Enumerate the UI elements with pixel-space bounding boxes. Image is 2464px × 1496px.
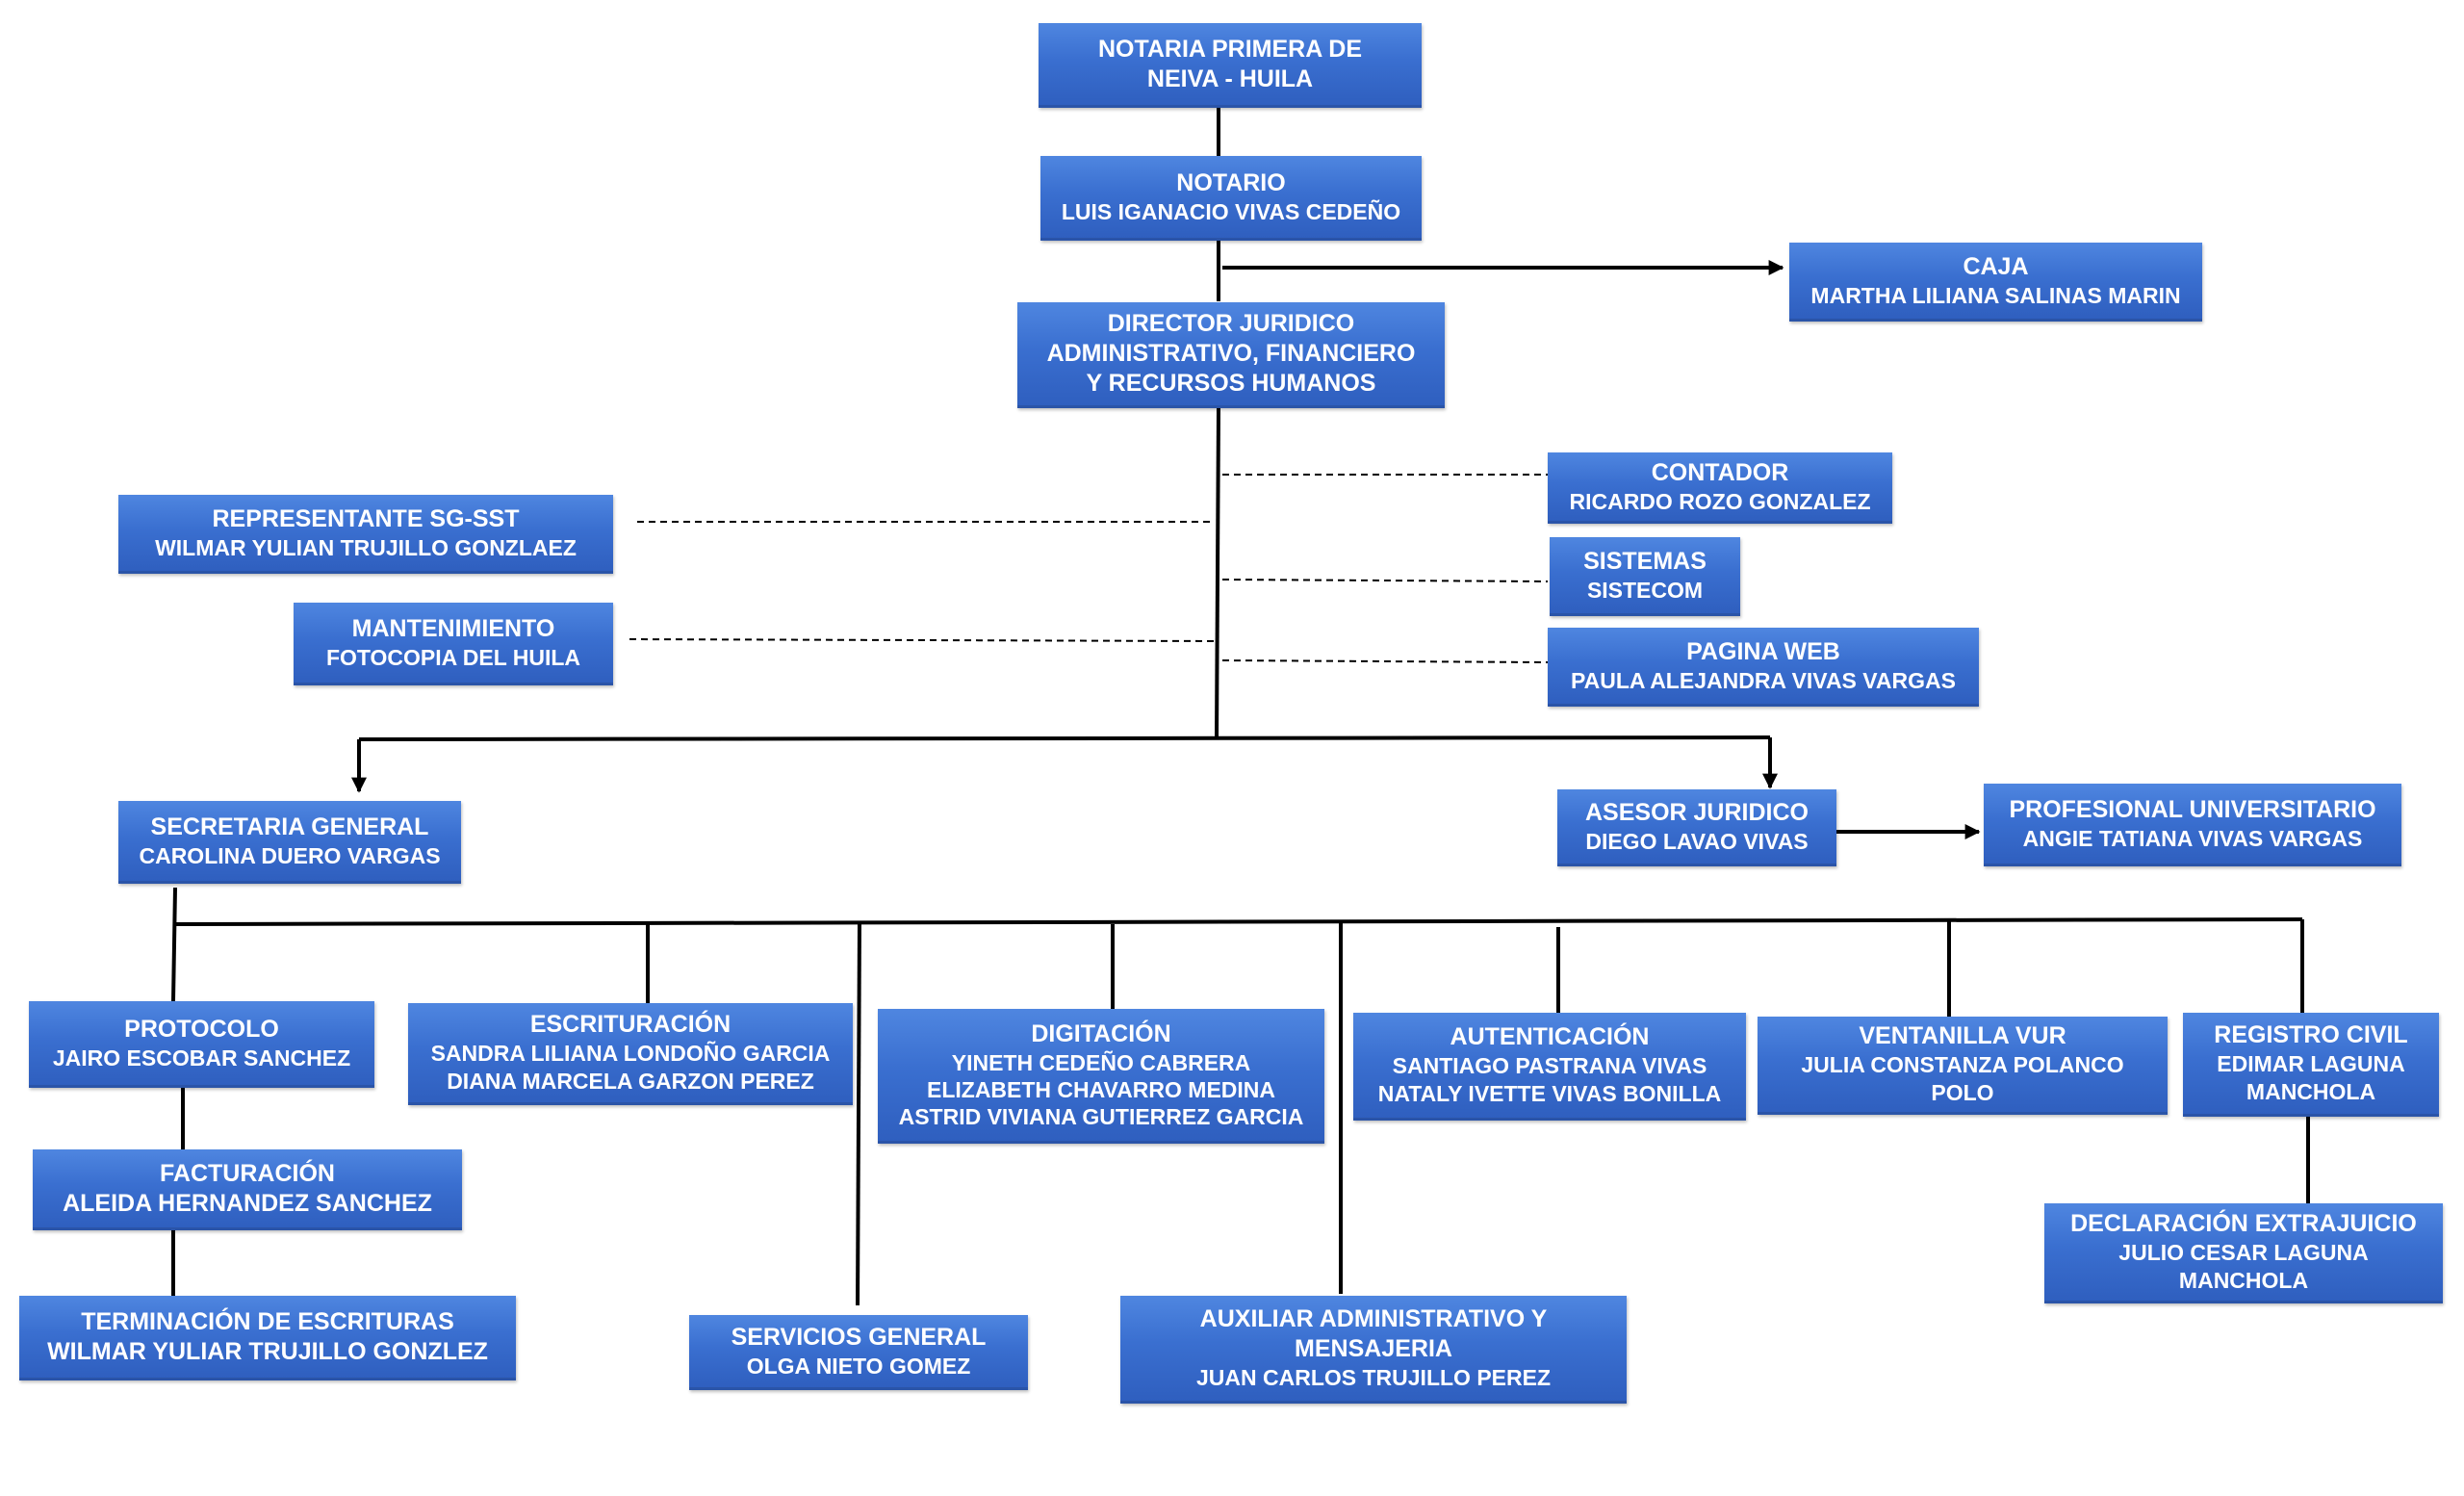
declaracion-person2: MANCHOLA	[2178, 1268, 2309, 1293]
sistemas-person: SISTECOM	[1586, 577, 1704, 603]
caja-person: MARTHA LILIANA SALINAS MARIN	[1810, 282, 2181, 308]
dashed-to-mantenimiento	[629, 638, 1216, 642]
auxiliar-person: JUAN CARLOS TRUJILLO PEREZ	[1195, 1365, 1552, 1390]
autenticacion-person1: SANTIAGO PASTRANA VIVAS	[1392, 1053, 1707, 1078]
notaria-subtitle: NEIVA - HUILA	[1146, 64, 1314, 92]
line-to-servicios	[856, 920, 861, 1306]
node-asesor: ASESOR JURIDICO DIEGO LAVAO VIVAS	[1557, 789, 1836, 866]
asesor-person: DIEGO LAVAO VIVAS	[1585, 828, 1809, 854]
node-facturacion: FACTURACIÓN ALEIDA HERNANDEZ SANCHEZ	[33, 1149, 462, 1230]
facturacion-person: ALEIDA HERNANDEZ SANCHEZ	[63, 1189, 432, 1217]
node-representante: REPRESENTANTE SG-SST WILMAR YULIAN TRUJI…	[118, 495, 613, 574]
line-split-horizontal	[358, 735, 1771, 741]
secretaria-title: SECRETARIA GENERAL	[150, 812, 429, 840]
autenticacion-title: AUTENTICACIÓN	[1450, 1023, 1650, 1050]
escrituracion-person1: SANDRA LILIANA LONDOÑO GARCIA	[430, 1041, 831, 1066]
notario-person: LUIS IGANACIO VIVAS CEDEÑO	[1061, 198, 1401, 224]
node-notario: NOTARIO LUIS IGANACIO VIVAS CEDEÑO	[1040, 156, 1422, 241]
mantenimiento-person: FOTOCOPIA DEL HUILA	[325, 644, 581, 670]
terminacion-title: TERMINACIÓN DE ESCRITURAS	[81, 1307, 454, 1335]
ventanilla-person2: POLO	[1931, 1080, 1994, 1105]
node-declaracion: DECLARACIÓN EXTRAJUICIO JULIO CESAR LAGU…	[2044, 1203, 2443, 1303]
registro-person2: MANCHOLA	[2246, 1079, 2376, 1104]
node-sistemas: SISTEMAS SISTECOM	[1550, 537, 1740, 616]
line-director-trunk	[1215, 406, 1220, 740]
contador-person: RICARDO ROZO GONZALEZ	[1569, 488, 1871, 514]
ventanilla-title: VENTANILLA VUR	[1859, 1022, 2066, 1049]
director-line3: Y RECURSOS HUMANOS	[1086, 370, 1376, 397]
facturacion-title: FACTURACIÓN	[160, 1159, 335, 1187]
auxiliar-title2: MENSAJERIA	[1295, 1335, 1452, 1362]
node-director: DIRECTOR JURIDICO ADMINISTRATIVO, FINANC…	[1017, 302, 1445, 408]
registro-person1: EDIMAR LAGUNA	[2217, 1051, 2405, 1076]
node-auxiliar: AUXILIAR ADMINISTRATIVO Y MENSAJERIA JUA…	[1120, 1296, 1627, 1404]
pagina-web-person: PAULA ALEJANDRA VIVAS VARGAS	[1571, 667, 1956, 693]
node-ventanilla: VENTANILLA VUR JULIA CONSTANZA POLANCO P…	[1758, 1017, 2168, 1115]
node-mantenimiento: MANTENIMIENTO FOTOCOPIA DEL HUILA	[294, 603, 613, 685]
dashed-to-sistemas	[1221, 579, 1549, 582]
node-escrituracion: ESCRITURACIÓN SANDRA LILIANA LONDOÑO GAR…	[408, 1003, 853, 1105]
autenticacion-person2: NATALY IVETTE VIVAS BONILLA	[1377, 1081, 1722, 1106]
line-secretaria-down	[171, 887, 177, 1002]
protocolo-person: JAIRO ESCOBAR SANCHEZ	[52, 1045, 351, 1070]
node-pagina-web: PAGINA WEB PAULA ALEJANDRA VIVAS VARGAS	[1548, 628, 1979, 707]
protocolo-title: PROTOCOLO	[124, 1015, 279, 1043]
sistemas-title: SISTEMAS	[1583, 547, 1707, 575]
digitacion-person1: YINETH CEDEÑO CABRERA	[951, 1050, 1251, 1075]
node-notaria: NOTARIA PRIMERA DE NEIVA - HUILA	[1039, 23, 1422, 108]
digitacion-person3: ASTRID VIVIANA GUTIERREZ GARCIA	[898, 1104, 1304, 1129]
ventanilla-person1: JULIA CONSTANZA POLANCO	[1801, 1052, 2124, 1077]
declaracion-title: DECLARACIÓN EXTRAJUICIO	[2070, 1210, 2417, 1237]
representante-title: REPRESENTANTE SG-SST	[212, 504, 520, 532]
mantenimiento-title: MANTENIMIENTO	[351, 614, 555, 642]
contador-title: CONTADOR	[1651, 458, 1789, 486]
dashed-to-pagina-web	[1221, 659, 1549, 663]
node-autenticacion: AUTENTICACIÓN SANTIAGO PASTRANA VIVAS NA…	[1353, 1013, 1746, 1121]
pagina-web-title: PAGINA WEB	[1686, 637, 1840, 665]
profesional-title: PROFESIONAL UNIVERSITARIO	[2009, 795, 2376, 823]
line-departments-bus	[174, 917, 2303, 926]
declaracion-person1: JULIO CESAR LAGUNA	[2118, 1240, 2369, 1265]
node-caja: CAJA MARTHA LILIANA SALINAS MARIN	[1789, 243, 2202, 322]
node-profesional: PROFESIONAL UNIVERSITARIO ANGIE TATIANA …	[1984, 784, 2401, 866]
digitacion-title: DIGITACIÓN	[1031, 1020, 1171, 1047]
digitacion-person2: ELIZABETH CHAVARRO MEDINA	[926, 1077, 1276, 1102]
escrituracion-title: ESCRITURACIÓN	[529, 1011, 732, 1038]
director-line2: ADMINISTRATIVO, FINANCIERO	[1046, 340, 1416, 367]
node-servicios: SERVICIOS GENERAL OLGA NIETO GOMEZ	[689, 1315, 1028, 1390]
servicios-person: OLGA NIETO GOMEZ	[746, 1353, 971, 1379]
auxiliar-title1: AUXILIAR ADMINISTRATIVO Y	[1199, 1305, 1548, 1332]
notaria-title: NOTARIA PRIMERA DE	[1097, 35, 1363, 63]
caja-title: CAJA	[1963, 252, 2029, 280]
director-line1: DIRECTOR JURIDICO	[1107, 310, 1355, 337]
terminacion-person: WILMAR YULIAR TRUJILLO GONZLEZ	[47, 1337, 488, 1365]
node-protocolo: PROTOCOLO JAIRO ESCOBAR SANCHEZ	[29, 1001, 374, 1088]
registro-title: REGISTRO CIVIL	[2214, 1021, 2408, 1048]
asesor-title: ASESOR JURIDICO	[1585, 798, 1809, 826]
representante-person: WILMAR YULIAN TRUJILLO GONZLAEZ	[155, 534, 577, 560]
servicios-title: SERVICIOS GENERAL	[731, 1323, 987, 1351]
node-terminacion: TERMINACIÓN DE ESCRITURAS WILMAR YULIAR …	[19, 1296, 516, 1380]
node-digitacion: DIGITACIÓN YINETH CEDEÑO CABRERA ELIZABE…	[878, 1009, 1324, 1144]
node-contador: CONTADOR RICARDO ROZO GONZALEZ	[1548, 452, 1892, 524]
profesional-person: ANGIE TATIANA VIVAS VARGAS	[2022, 825, 2363, 851]
escrituracion-person2: DIANA MARCELA GARZON PEREZ	[447, 1069, 814, 1094]
node-registro: REGISTRO CIVIL EDIMAR LAGUNA MANCHOLA	[2183, 1013, 2439, 1117]
notario-title: NOTARIO	[1176, 168, 1286, 196]
secretaria-person: CAROLINA DUERO VARGAS	[139, 842, 441, 868]
node-secretaria: SECRETARIA GENERAL CAROLINA DUERO VARGAS	[118, 801, 461, 884]
